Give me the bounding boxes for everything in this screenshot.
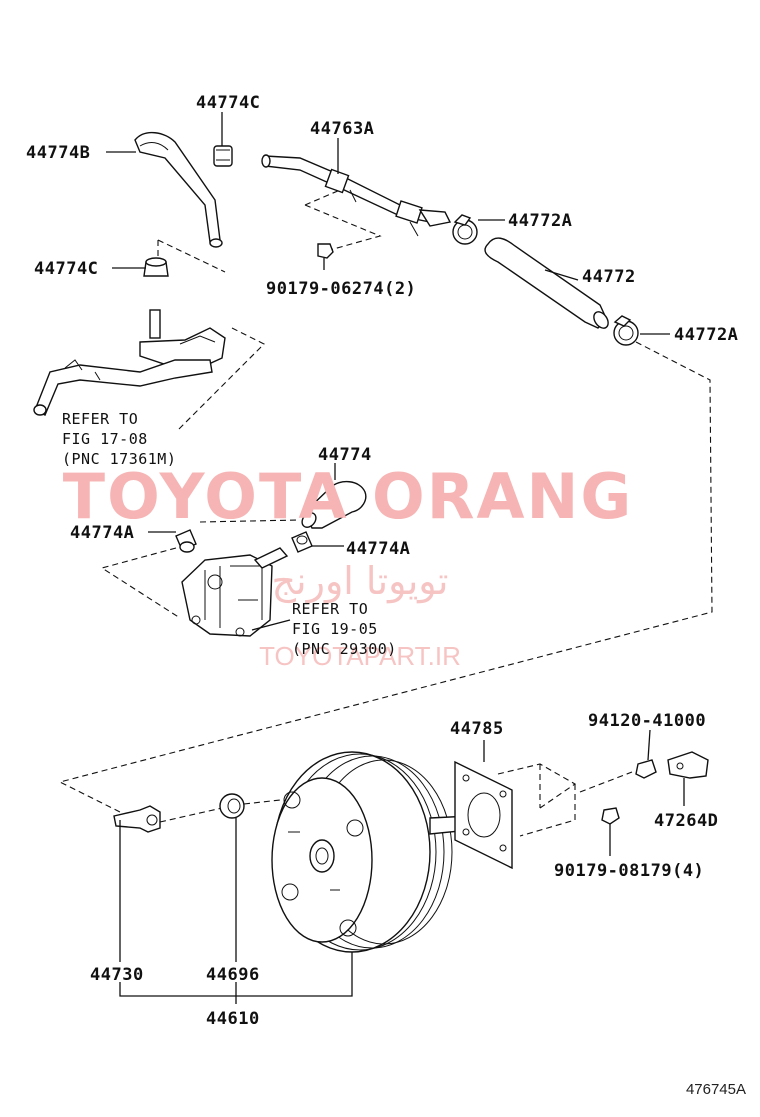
- label-47264D: 47264D: [654, 811, 718, 831]
- vacuum-pipe-assembly: [33, 309, 226, 416]
- clamp-44772A-right: [613, 315, 639, 346]
- refer-note-2-line-3: (PNC 29300): [292, 640, 397, 658]
- label-44785: 44785: [450, 719, 504, 739]
- refer-note-1-line-3: (PNC 17361M): [62, 450, 176, 468]
- clevis-47264D: [667, 751, 709, 779]
- refer-note-2-line-2: FIG 19-05: [292, 620, 378, 638]
- watermark-url: TOYOTAPART.IR: [259, 641, 461, 671]
- clip-44774A-left: [175, 529, 197, 553]
- label-44763A: 44763A: [310, 119, 374, 139]
- label-90179-06274: 90179-06274(2): [266, 279, 416, 299]
- label-90179-08179: 90179-08179(4): [554, 861, 704, 881]
- label-94120-41000: 94120-41000: [588, 711, 706, 731]
- label-44772: 44772: [582, 267, 636, 287]
- clip-44774A-right: [291, 531, 313, 553]
- label-44774B: 44774B: [26, 143, 90, 163]
- watermark-arabic: تویوتا اورنج: [271, 559, 448, 604]
- label-44774A-right: 44774A: [346, 539, 410, 559]
- clamp-44772A-top: [452, 214, 478, 245]
- label-44772A-right: 44772A: [674, 325, 738, 345]
- clip-44774C-mid: [143, 257, 169, 277]
- gasket-44785: [454, 760, 513, 870]
- check-valve-44730: [113, 805, 161, 833]
- watermark-brand: TOYOTA ORANG: [63, 460, 633, 533]
- hose-44774: [301, 481, 367, 529]
- label-44774C-mid: 44774C: [34, 259, 98, 279]
- label-44772A-top: 44772A: [508, 211, 572, 231]
- label-44696: 44696: [206, 965, 260, 985]
- clip-44774C-top: [213, 145, 233, 167]
- label-44774C-top: 44774C: [196, 93, 260, 113]
- grommet-44696: [219, 793, 245, 819]
- nut-94120-41000: [635, 759, 657, 779]
- label-44610: 44610: [206, 1009, 260, 1029]
- label-44730: 44730: [90, 965, 144, 985]
- diagram-code: 476745A: [686, 1081, 746, 1098]
- hose-44763A: [261, 154, 452, 237]
- brake-booster-44610: [271, 751, 471, 953]
- hose-44774B: [134, 132, 223, 248]
- hose-44772: [484, 237, 609, 329]
- refer-note-1-line-2: FIG 17-08: [62, 430, 148, 448]
- nut-90179-06274: [317, 243, 334, 259]
- refer-note-2-line-1: REFER TO: [292, 600, 368, 618]
- label-44774: 44774: [318, 445, 372, 465]
- vacuum-pump: [181, 547, 289, 637]
- label-44774A-left: 44774A: [70, 523, 134, 543]
- nut-90179-08179: [601, 807, 620, 825]
- refer-note-1-line-1: REFER TO: [62, 410, 138, 428]
